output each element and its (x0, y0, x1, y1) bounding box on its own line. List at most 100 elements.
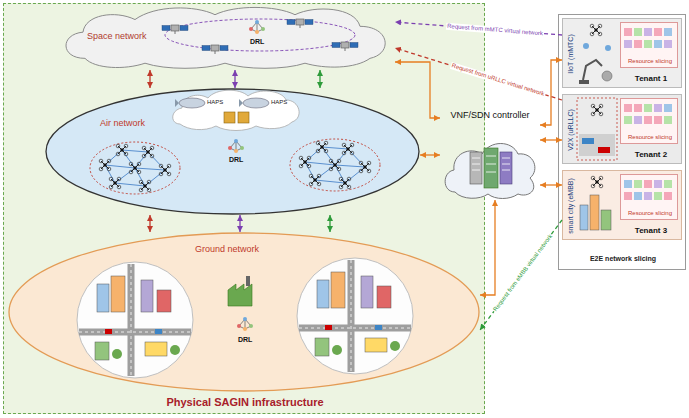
connector (319, 70, 320, 88)
art-part (287, 19, 313, 28)
art-part (654, 192, 662, 200)
art-part (601, 210, 611, 230)
text-slot: Tenant 3 (635, 226, 667, 235)
art-part (90, 142, 180, 194)
edge-label: Request from eMBB virtual network (491, 232, 554, 313)
text-slot: Resource slicing (628, 58, 672, 65)
node-label: Tenant 3 (635, 226, 667, 235)
edge-label: Request from mMTC virtual network (446, 23, 544, 37)
cloud-shape (66, 7, 385, 68)
controller-cloud-outline (440, 134, 540, 200)
art-part (590, 24, 602, 36)
edge-label-slot: Request from eMBB virtual network (491, 232, 554, 313)
free-label: DRL (229, 156, 243, 164)
cloud-shape (445, 144, 535, 199)
art-part (484, 148, 498, 188)
space-cloud: Space network (55, 5, 395, 70)
node-label: Tenant 1 (635, 74, 667, 83)
art-part (664, 40, 672, 48)
art-part (644, 28, 652, 36)
art-part (654, 40, 662, 48)
art-part (644, 104, 652, 112)
text-slot: Tenant 1 (635, 74, 667, 83)
art-part (577, 98, 617, 160)
node-label: Air network (100, 118, 145, 128)
tenant-panel: IIoT (mMTC) Tenant 1 Resource slicing (562, 18, 682, 88)
art-part (580, 205, 588, 230)
art-part (249, 20, 265, 34)
text-slot: V2X (uRLLC) (567, 109, 575, 151)
art-part (332, 42, 358, 51)
art-part (634, 192, 642, 200)
art-part (173, 90, 299, 130)
art-part (202, 45, 228, 54)
node-label: VNF/SDN controller (450, 110, 529, 120)
art-part (590, 195, 599, 230)
text-slot: E2E network slicing (590, 255, 656, 263)
node-label: Space network (87, 31, 147, 41)
art-part (583, 43, 589, 49)
art-part (664, 28, 672, 36)
infrastructure-region: Physical SAGIN infrastructureSpace netwo… (3, 3, 485, 414)
air-ellipse: Air network (45, 88, 420, 215)
free-label: DRL (250, 38, 264, 46)
art-part (237, 317, 253, 331)
node-label: Resource slicing (628, 134, 672, 141)
art-part (162, 25, 188, 34)
slicing-panel: E2E network slicing IIoT (mMTC) Tenant 1 Re… (558, 14, 686, 270)
controller-cloud: VNF/SDN controller (440, 110, 540, 200)
art-part (228, 284, 252, 306)
art-part (654, 28, 662, 36)
art-part (239, 99, 243, 107)
free-label: HAPS (271, 99, 287, 106)
art-part (500, 152, 512, 184)
art-part (175, 99, 179, 107)
art-part (664, 180, 672, 188)
edge-label-slot: Request from mMTC virtual network (446, 23, 544, 37)
text-slot: Resource slicing (628, 134, 672, 141)
node-label: Resource slicing (628, 210, 672, 217)
connector (395, 48, 562, 100)
node-label: smart city (eMBB) (567, 178, 575, 234)
art-part (246, 276, 250, 286)
art-part (470, 152, 482, 184)
edge-label-slot: Request from uRLLC virtual network (449, 62, 545, 98)
art-part (634, 180, 642, 188)
art-part (624, 104, 632, 112)
art-part (664, 192, 672, 200)
art-part (654, 104, 662, 112)
art-part (624, 116, 632, 124)
art-part (165, 19, 355, 51)
art-part (224, 112, 235, 123)
connector (480, 200, 495, 295)
text-slot: Resource slicing (628, 210, 672, 217)
label-slot: DRL (238, 336, 252, 344)
art-part (634, 116, 642, 124)
node-label: IIoT (mMTC) (567, 34, 575, 74)
ellipse-shape (46, 89, 419, 214)
art-part (179, 98, 205, 108)
art-part (654, 116, 662, 124)
art-part (591, 176, 603, 188)
node-label: V2X (uRLLC) (567, 109, 575, 151)
ground-ellipse-outline (8, 232, 480, 392)
art-part (602, 71, 612, 81)
text-slot: Air network (100, 118, 145, 128)
art-part (654, 180, 662, 188)
edge-label: Request from uRLLC virtual network (449, 62, 545, 98)
connector (234, 70, 235, 88)
connector (239, 215, 240, 232)
art-part (605, 45, 611, 51)
art-part (579, 134, 615, 156)
art-part (238, 112, 249, 123)
connector (540, 139, 562, 140)
connector (420, 154, 440, 155)
art-part (591, 104, 603, 116)
art-part (664, 116, 672, 124)
text-slot: Ground network (195, 244, 259, 254)
connector (149, 70, 150, 88)
free-label: DRL (238, 336, 252, 344)
